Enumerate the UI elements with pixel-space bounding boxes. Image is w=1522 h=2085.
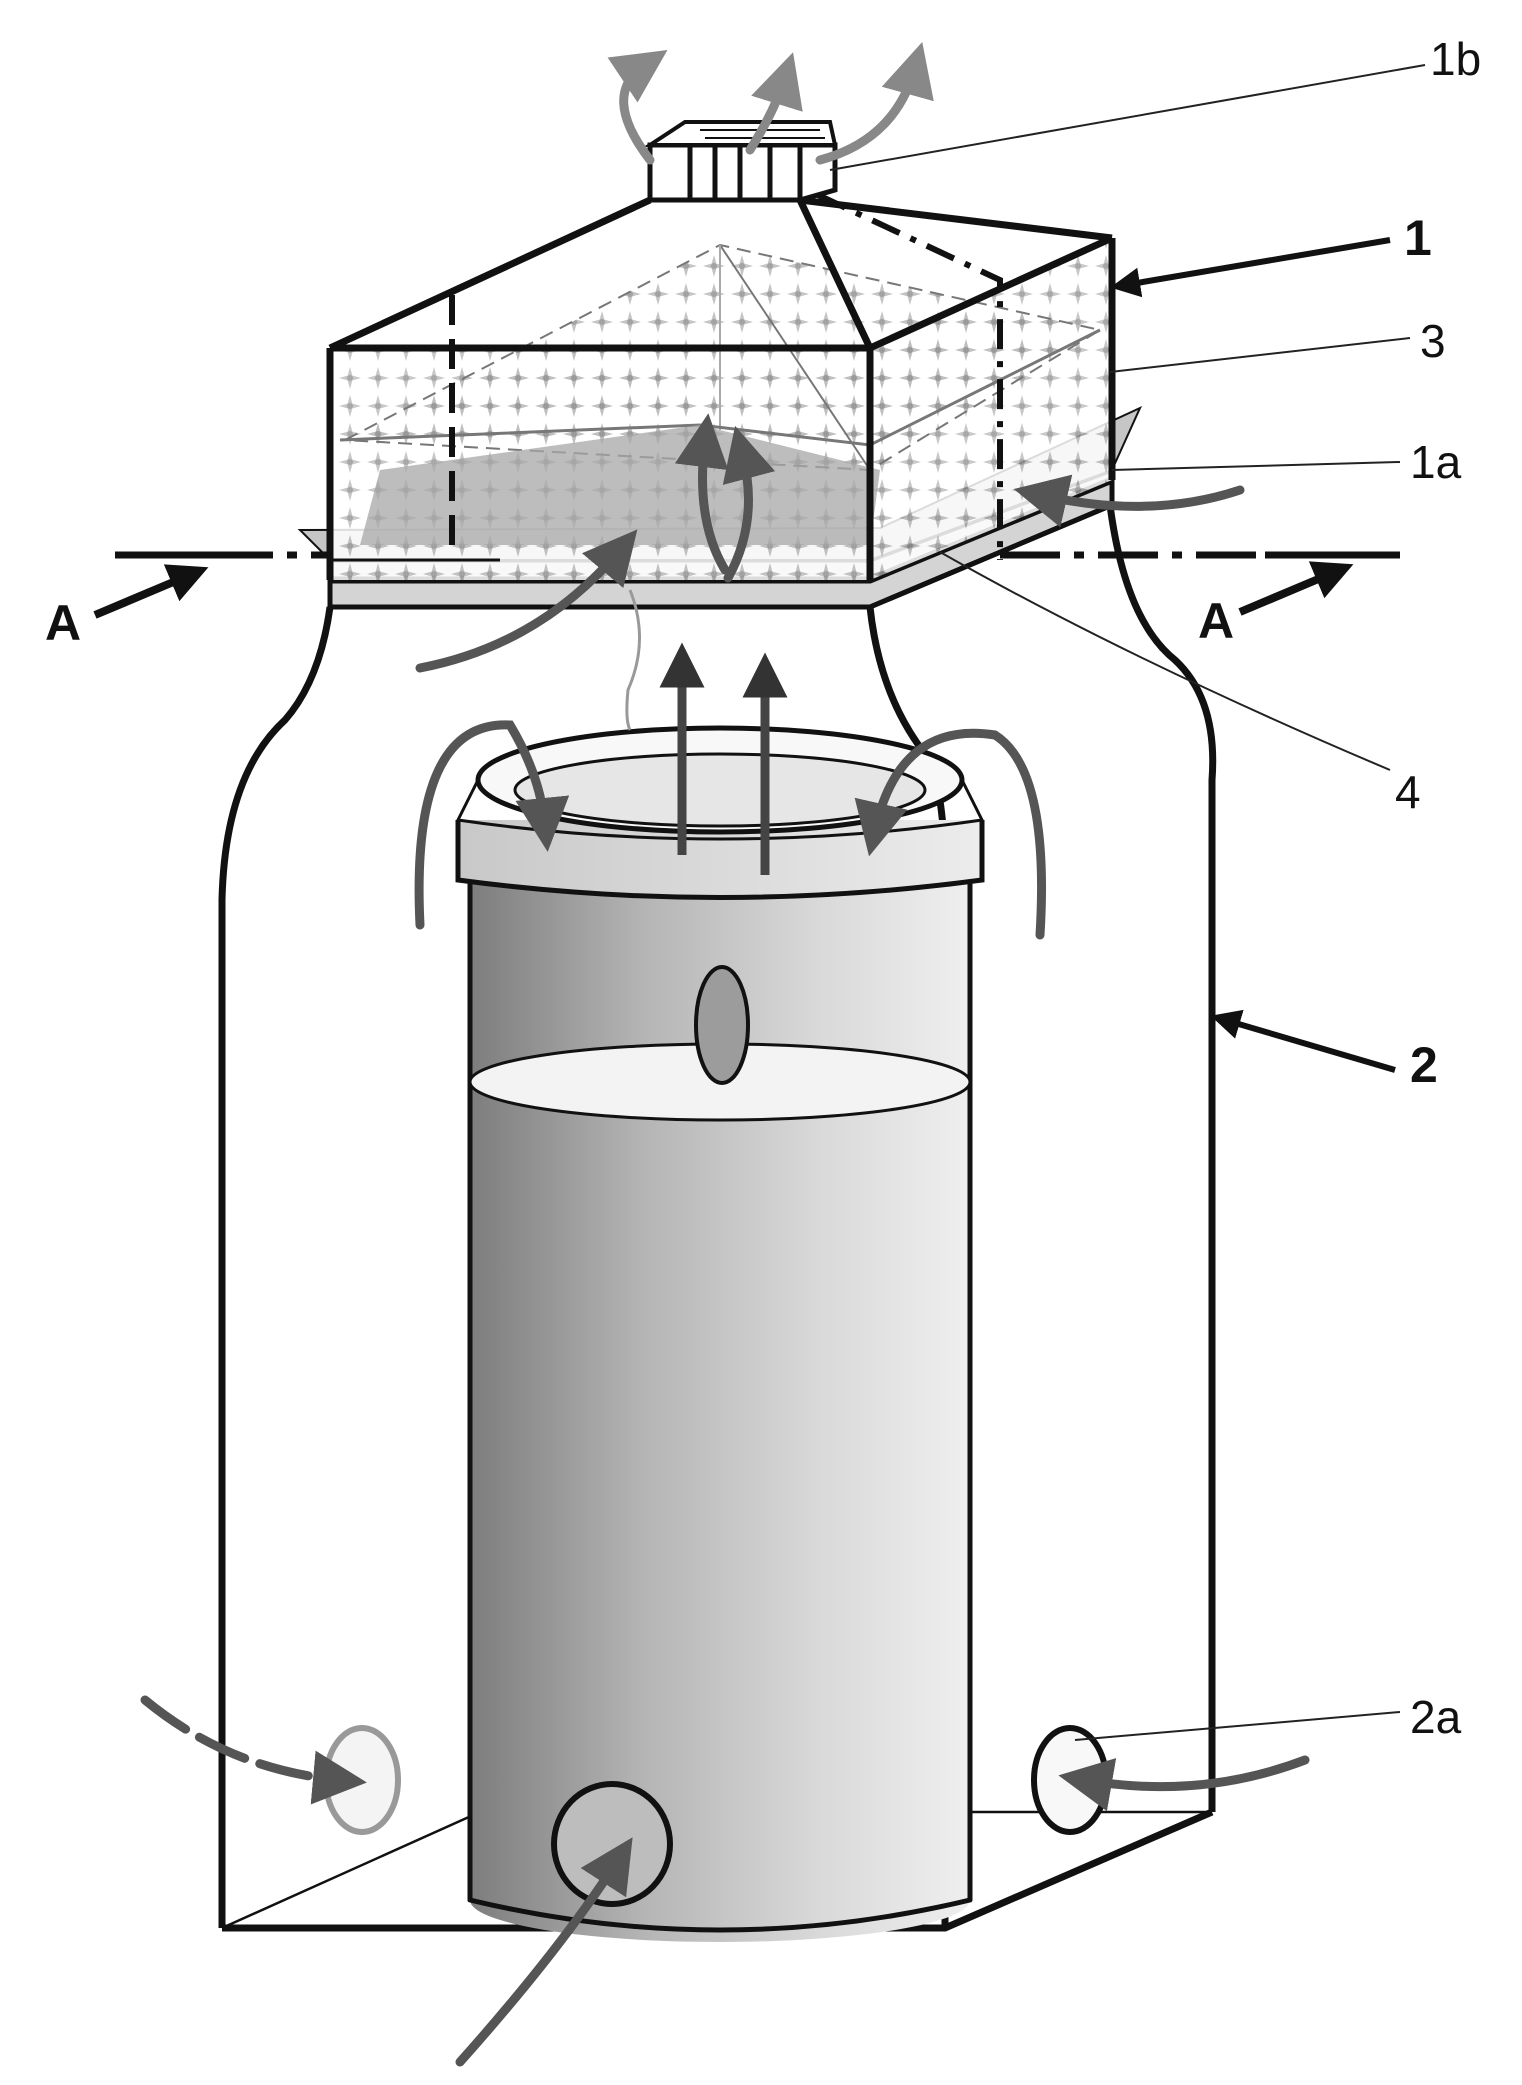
curved-arrow-icon xyxy=(414,720,570,930)
curved-arrow-icon xyxy=(1058,1755,1310,1812)
curved-arrow-icon xyxy=(455,1837,633,2067)
label-1: 1 xyxy=(1404,210,1432,266)
curved-arrow-icon xyxy=(722,425,776,583)
label-2: 2 xyxy=(1410,1037,1438,1093)
curved-arrow-icon xyxy=(140,1695,367,1805)
curved-arrow-icon xyxy=(415,529,638,673)
leader-lines xyxy=(829,64,1426,1741)
label-2a: 2a xyxy=(1410,1691,1462,1743)
section-arrow-icon xyxy=(1238,561,1354,616)
section-arrow-icon xyxy=(93,564,209,619)
label-a-right: A xyxy=(1198,593,1234,649)
label-1a: 1a xyxy=(1410,436,1462,488)
curved-arrow-icon xyxy=(1013,474,1245,528)
flow-arrows xyxy=(140,41,1310,2067)
label-3: 3 xyxy=(1420,315,1446,367)
label-a-left: A xyxy=(45,595,81,651)
hood xyxy=(326,192,1116,580)
outlet-cap xyxy=(643,120,838,203)
curved-arrow-icon xyxy=(674,413,730,575)
upward-arrow-icon xyxy=(607,50,668,165)
liquid-container xyxy=(455,725,985,1942)
label-4: 4 xyxy=(1395,766,1421,818)
label-1b: 1b xyxy=(1430,33,1481,85)
upward-arrow-icon xyxy=(815,41,934,165)
curved-arrow-icon xyxy=(854,728,1047,940)
bottom-vent xyxy=(551,1781,673,1907)
upward-arrow-icon xyxy=(745,52,803,155)
